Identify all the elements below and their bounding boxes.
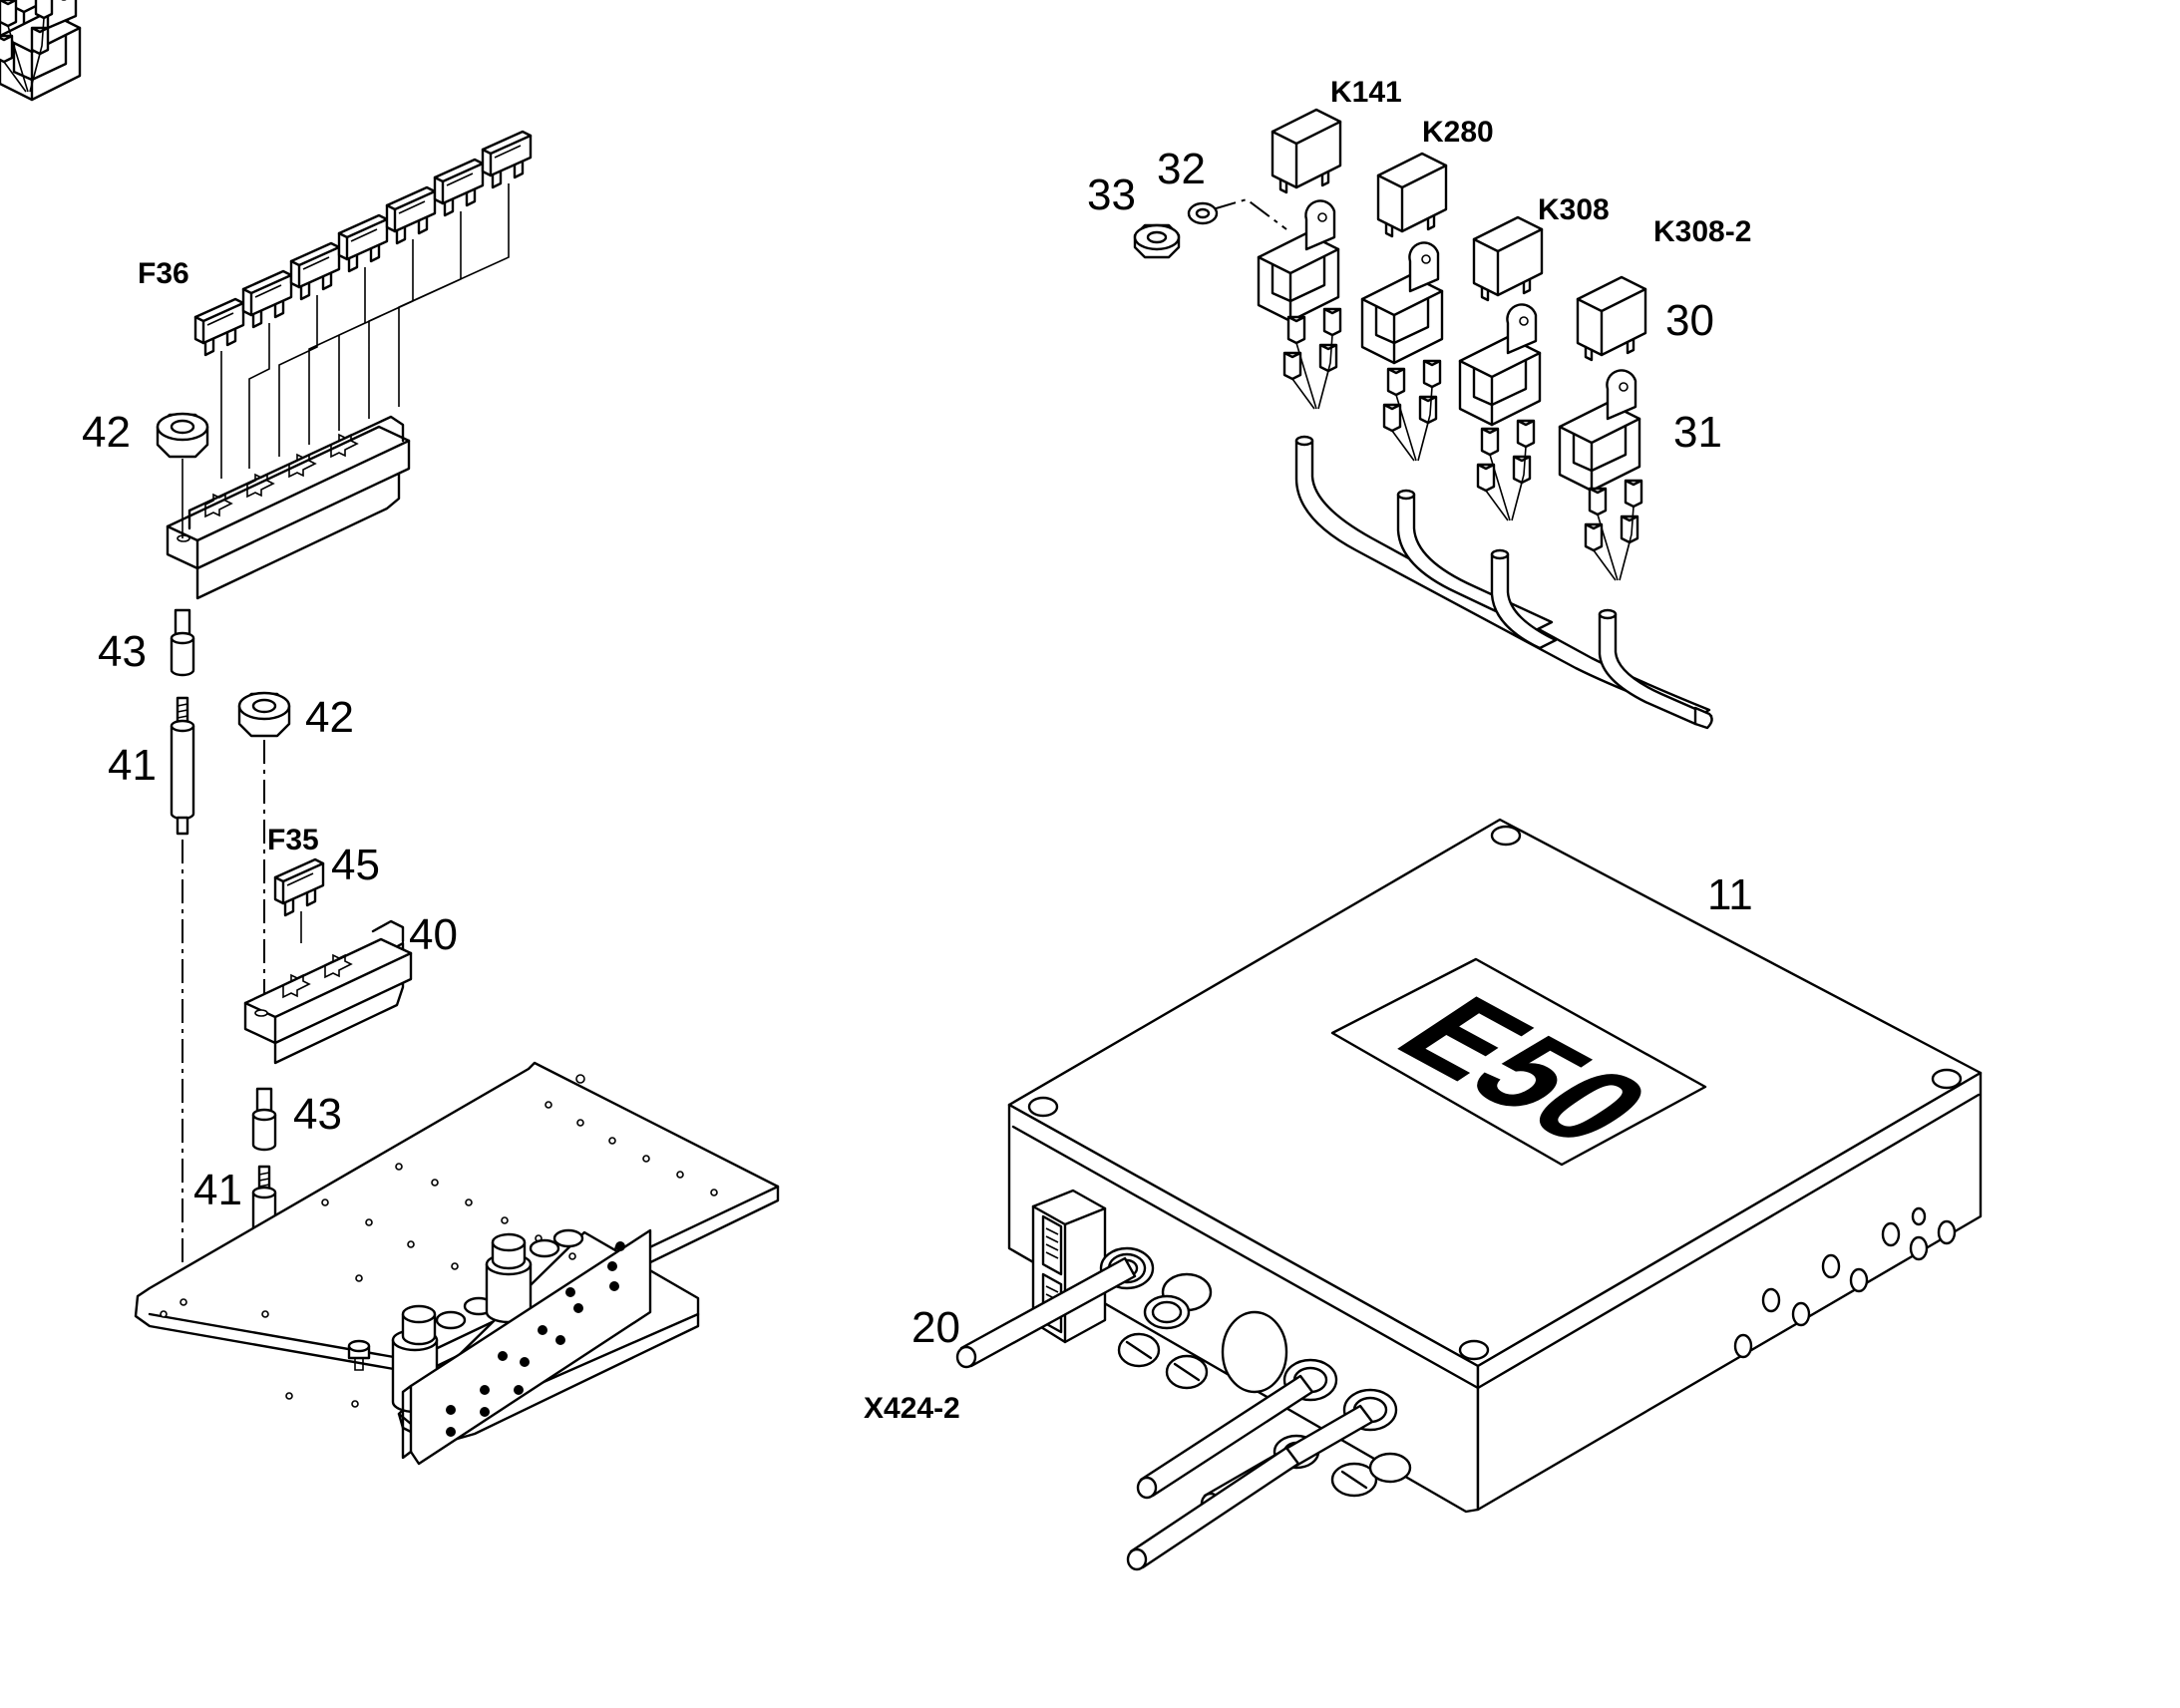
- cable-entry-hole: [1221, 1310, 1288, 1394]
- relay-group: [0, 0, 1713, 730]
- label-k308: K308: [1538, 193, 1610, 226]
- knockout-holes: [1733, 1206, 1957, 1359]
- label-20: 20: [911, 1303, 960, 1352]
- cables: [955, 1256, 1374, 1571]
- label-k308-2: K308-2: [1653, 215, 1751, 248]
- label-42-bottom: 42: [305, 693, 354, 742]
- label-f36: F36: [138, 257, 189, 290]
- hex-nut: [1133, 223, 1181, 259]
- label-30: 30: [1665, 296, 1714, 345]
- label-32: 32: [1157, 145, 1206, 193]
- label-43-bottom: 43: [293, 1090, 342, 1139]
- fuse-holder-small: [243, 919, 413, 1065]
- label-41-top: 41: [108, 741, 157, 790]
- label-k280: K280: [1422, 116, 1494, 149]
- electrical-box: E50: [1007, 818, 1983, 1514]
- hex-nut: [156, 412, 209, 459]
- terminal-pair: [0, 0, 54, 93]
- label-40: 40: [409, 910, 458, 959]
- label-11: 11: [1707, 870, 1753, 919]
- label-f35: F35: [267, 824, 319, 856]
- hex-nut: [237, 691, 291, 738]
- label-31: 31: [1673, 408, 1722, 457]
- cable-gland: [1143, 1272, 1213, 1330]
- label-x424-2: X424-2: [864, 1392, 960, 1425]
- label-43-top: 43: [98, 627, 147, 676]
- label-k141: K141: [1330, 76, 1402, 109]
- spacer-sleeve: [170, 608, 195, 677]
- label-42-top: 42: [82, 408, 131, 457]
- spacer-sleeve: [251, 1087, 277, 1152]
- vertical-board: [401, 1228, 652, 1466]
- label-45: 45: [331, 841, 380, 889]
- fuse-holder-large: [166, 415, 411, 600]
- label-41-bottom: 41: [193, 1166, 242, 1214]
- blanking-plug: [1117, 1332, 1209, 1390]
- threaded-standoff: [170, 696, 195, 836]
- fuse-f35: [273, 857, 325, 943]
- washer: [1187, 201, 1219, 225]
- mounting-plate: [134, 1061, 780, 1466]
- label-33: 33: [1087, 171, 1136, 219]
